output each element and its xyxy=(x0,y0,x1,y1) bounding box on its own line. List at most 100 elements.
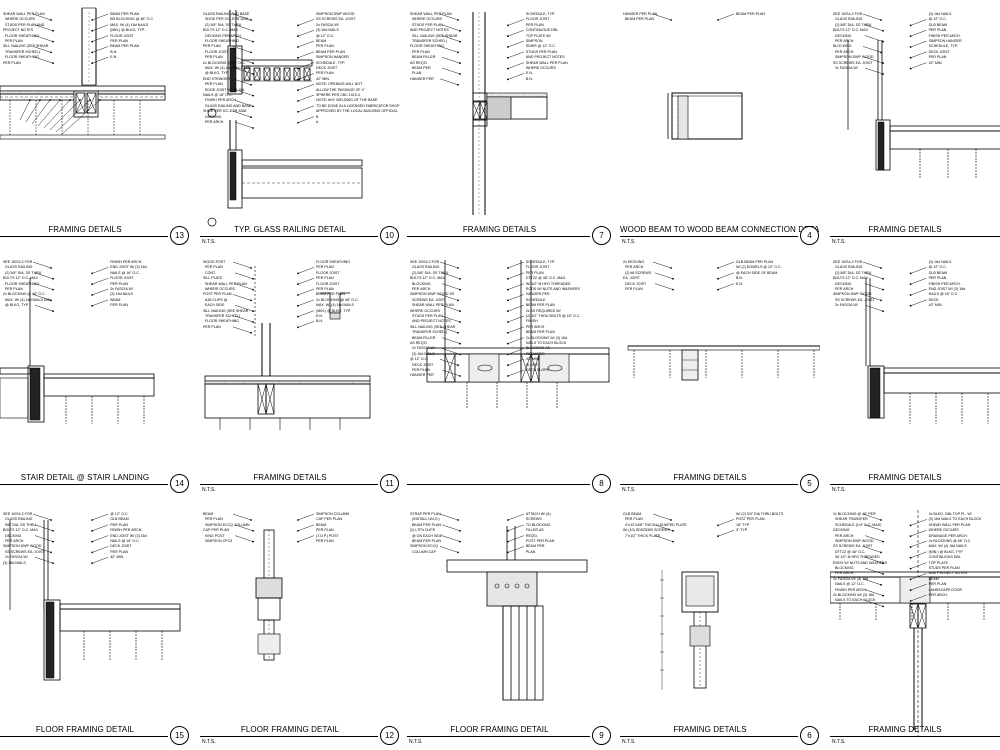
callout-note: PER PLAN xyxy=(3,60,21,65)
callout-note: NAILS @ 16" O.C. xyxy=(110,539,140,543)
callout-note: AND PROJECT NOTES xyxy=(525,55,565,60)
callout-note: GLASS RAILING xyxy=(835,265,863,270)
callout-note: SDWS @ 12" O.C. xyxy=(525,44,556,49)
callout-note: SEE 10\S4.2 FOR xyxy=(833,260,863,264)
callout-note: SCHEDULE, TYP. xyxy=(928,44,958,49)
callout-note: BEAM PER xyxy=(412,66,431,70)
callout-note: AND PROJECT NOTES xyxy=(410,28,449,33)
title-underline xyxy=(0,236,168,237)
scale-label: N.T.S. xyxy=(832,739,846,745)
callout-note: SIMPSON HANGER xyxy=(928,39,962,43)
callout-note: (2) 5/8" DIA. SS THRU xyxy=(835,22,872,27)
callout-note: ATTACH W/ (6) xyxy=(525,512,551,516)
callout-note: FLOOR SHEATHING xyxy=(205,39,240,43)
callout-note: E.N. xyxy=(525,71,533,76)
callout-note: FLOOR JOIST xyxy=(525,265,550,270)
callout-note: GLB BEAM PER PLAN xyxy=(736,260,774,264)
callout-note: 42" MIN. xyxy=(110,555,125,560)
scale-label: N.T.S. xyxy=(622,239,636,245)
callout-note: BEAM xyxy=(928,576,939,581)
callout-note: END JOIST W/ (3) 16d xyxy=(110,265,147,270)
callout-note: 2x FASCIA W/ xyxy=(316,22,339,27)
callout-note: PER ARCH xyxy=(5,539,24,543)
callout-note: DECK JOIST xyxy=(625,281,647,286)
callout-note: SIMPSON CPC3 xyxy=(205,539,233,543)
callout-note: BLOCKING xyxy=(833,44,852,49)
callout-note: BEAM PER PLAN xyxy=(625,17,654,22)
callout-note: BEAM PER PLAN xyxy=(316,49,345,54)
detail-number: 11 xyxy=(380,474,399,493)
callout-note: 2x BLOCKING W/ (3) 16d xyxy=(833,593,875,597)
detail-title: FRAMING DETAILS xyxy=(868,725,942,734)
callout-note: BEAM PER PLAN xyxy=(412,539,441,543)
callout-note: BOLTS 12" O.C. MAX xyxy=(833,28,868,33)
scale-label: N.T.S. xyxy=(832,239,846,245)
callout-note: SS SCREWS EA. JOIST xyxy=(833,60,873,65)
callout-note: STUDS PER PLAN xyxy=(928,566,960,570)
detail-title: TYP. GLASS RAILING DETAIL xyxy=(233,225,347,234)
callout-note: PER ARCH. xyxy=(928,593,948,597)
callout-note: FINISH PER ARCH. xyxy=(835,587,868,592)
callout-note: HANGER PER xyxy=(525,292,550,297)
callout-note: PER ARCH. xyxy=(835,533,855,538)
callout-note: END JOIST W/ (3) 16d xyxy=(110,533,147,538)
detail-title: FRAMING DETAILS xyxy=(673,473,747,482)
callout-note: NAILS TO EACH BLOCK xyxy=(835,598,876,603)
callout-note: SEE 10\S4.2 FOR xyxy=(3,260,33,264)
detail-drawing xyxy=(204,261,371,430)
detail-drawing xyxy=(0,7,166,140)
title-underline xyxy=(407,484,590,485)
callout-note: (MIN.) @ BLKG, TYP. xyxy=(110,28,145,33)
callout-note: CONT. xyxy=(205,270,216,275)
detail-drawing xyxy=(9,513,181,681)
callout-note: PLAN xyxy=(525,549,536,554)
callout-note: PER PLAN xyxy=(316,44,334,49)
detail-drawing xyxy=(207,10,363,227)
callout-note: MAX. W/ (4) 16d NAILS xyxy=(928,544,967,549)
callout-note: 2x BLOCKING @ 48" O.C. xyxy=(3,292,46,297)
callout-note: @ 12" O.C. xyxy=(928,265,947,270)
callout-note: DECK SLOPE xyxy=(525,368,549,372)
callout-note: SILL PLATE xyxy=(203,276,223,281)
callout-note: PER PLAN xyxy=(205,82,223,87)
callout-note: STUDS PER PLAN xyxy=(525,49,557,54)
callout-note: BOLTS 12" O.C. MAX xyxy=(3,276,38,281)
callout-note: BD BLOCKING @ 48" O.C. xyxy=(110,17,155,22)
callout-note: PER PLAN xyxy=(625,287,643,291)
callout-note: SHEAR WALL PER PLAN xyxy=(928,522,971,527)
title-underline xyxy=(830,484,1000,485)
detail-number: 14 xyxy=(170,474,189,493)
callout-note: SEE 10\S4.2 FOR xyxy=(410,260,440,264)
detail-title: FLOOR FRAMING DETAIL xyxy=(35,725,135,734)
callout-note: W/ (2) DOWELS @ 12" O.C. xyxy=(736,265,782,270)
callout-note: SHEAR TRANSFER xyxy=(835,517,868,522)
callout-note: PER PLAN xyxy=(110,549,128,554)
callout-note: B xyxy=(316,114,319,119)
callout-note: PER PLAN xyxy=(316,539,334,543)
callout-note: (2) 5/8" DIA. SS THRU xyxy=(205,22,242,27)
callout-note: GLASS RAILING xyxy=(835,17,863,22)
callout-note: SIMPSON DWP WOOD xyxy=(3,544,42,549)
callout-note: @ EACH SIDE OF BEAM xyxy=(736,270,778,275)
callout-note: STUDS PER PLAN AND xyxy=(5,22,45,27)
callout-note: GLASS RAILING AND BASE xyxy=(203,12,250,16)
detail-title: WOOD BEAM TO WOOD BEAM CONNECTION DETAIL xyxy=(620,225,820,234)
callout-note: WHERE OCCURS xyxy=(205,287,235,291)
callout-note: DECK xyxy=(928,297,939,302)
detail-number: 15 xyxy=(170,726,189,745)
scale-label: N.T.S. xyxy=(832,487,846,493)
callout-note: (3) 16d NAILS xyxy=(3,560,26,565)
callout-note: STRAP PER PLAN xyxy=(410,512,441,516)
callout-note: BLOCKING xyxy=(412,281,431,286)
callout-note: BEAM FILLER xyxy=(412,335,436,340)
callout-note: PER ARCH. xyxy=(835,571,855,576)
callout-note: (2) 5/8" DIA. SS THRU xyxy=(412,270,449,275)
scale-label: N.T.S. xyxy=(202,739,216,745)
callout-note: TRANSFER SCHED.) xyxy=(205,314,241,318)
callout-note: @ 12" O.C. xyxy=(928,17,947,22)
